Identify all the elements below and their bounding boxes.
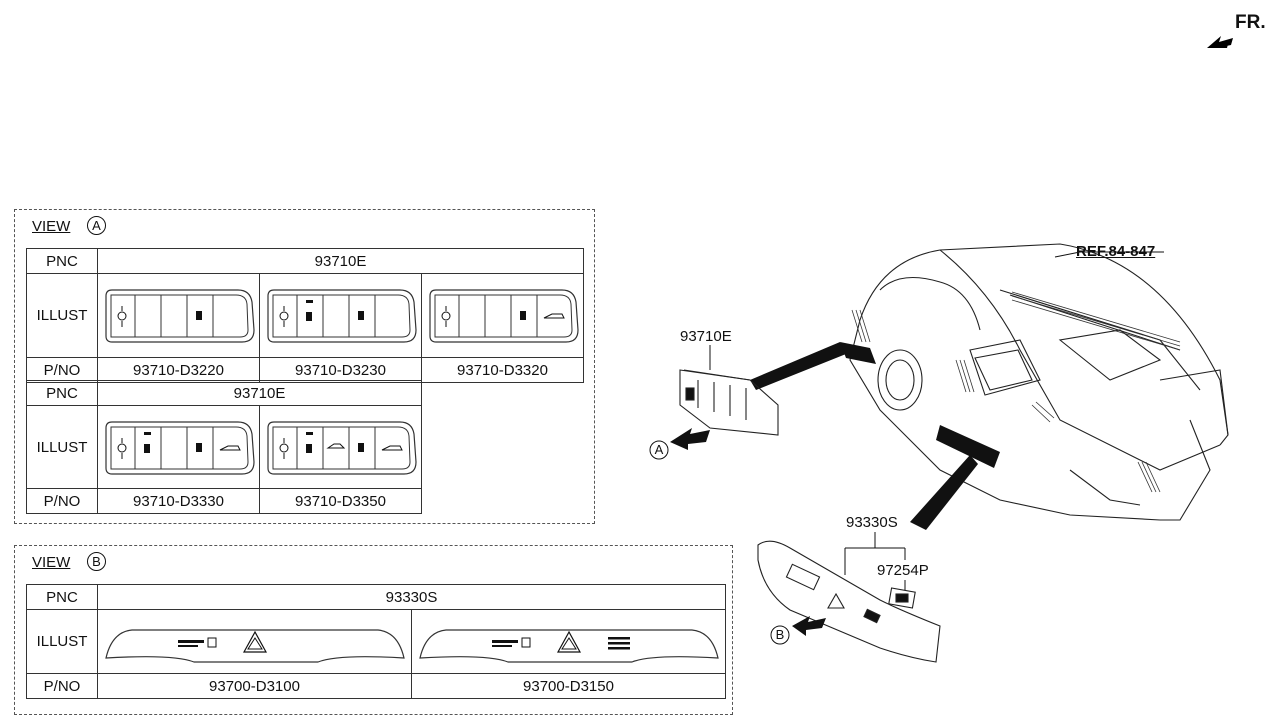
front-arrow-icon bbox=[1207, 36, 1233, 48]
switch-a-detached bbox=[679, 369, 779, 436]
switch-panel-illustration bbox=[429, 289, 579, 343]
view-b-title: VIEW bbox=[32, 554, 71, 571]
pnc-header: PNC bbox=[26, 380, 98, 406]
seat-heat-icon bbox=[117, 306, 127, 327]
switch-b-detached bbox=[757, 540, 941, 663]
part-number: 93700-D3150 bbox=[411, 673, 726, 699]
ref-leader-line bbox=[1054, 251, 1081, 258]
switch-panel-illustration bbox=[105, 289, 255, 343]
center-fascia-switch-illustration bbox=[105, 629, 405, 663]
view-b-panel bbox=[14, 545, 733, 715]
illust-switch-d3220 bbox=[97, 273, 260, 358]
part-number: 93710-D3230 bbox=[259, 357, 422, 383]
callout-switch-a: 93710E bbox=[680, 328, 732, 345]
air-vent-grille bbox=[851, 291, 1181, 493]
dashboard-assembly-drawing bbox=[649, 243, 1229, 663]
part-number: 93710-D3220 bbox=[97, 357, 260, 383]
view-b-table: PNC 93330S ILLUST P/NO 93 bbox=[26, 584, 726, 699]
pno-header: P/NO bbox=[26, 488, 98, 514]
pno-header: P/NO bbox=[26, 357, 98, 383]
switch-panel-illustration bbox=[105, 421, 255, 475]
leader-arrow-b bbox=[910, 455, 978, 530]
switch-panel-illustration bbox=[267, 289, 417, 343]
front-label: FR. bbox=[1235, 12, 1266, 33]
part-number: 93710-D3330 bbox=[97, 488, 260, 514]
illust-header: ILLUST bbox=[26, 273, 98, 358]
illust-crash-pad-d3100 bbox=[97, 609, 412, 674]
view-a-arrow-icon bbox=[670, 428, 710, 450]
illust-header: ILLUST bbox=[26, 405, 98, 489]
illust-switch-d3320 bbox=[421, 273, 584, 358]
pnc-header: PNC bbox=[26, 584, 98, 610]
steering-column bbox=[877, 349, 923, 411]
pno-header: P/NO bbox=[26, 673, 98, 699]
callout-switch-b: 93330S bbox=[846, 514, 898, 531]
illust-switch-d3230 bbox=[259, 273, 422, 358]
illust-header: ILLUST bbox=[26, 609, 98, 674]
part-number: 93710-D3320 bbox=[421, 357, 584, 383]
switch-a-installed bbox=[840, 342, 876, 364]
callout-sub-b: 97254P bbox=[877, 562, 929, 579]
view-a-title: VIEW bbox=[32, 218, 71, 235]
illust-crash-pad-d3150 bbox=[411, 609, 726, 674]
pnc-value: 93710E bbox=[97, 248, 584, 274]
front-direction-indicator: FR. bbox=[1205, 12, 1275, 52]
view-a-panel bbox=[14, 209, 595, 524]
view-a-marker: A bbox=[87, 216, 106, 235]
part-97254p-connector bbox=[888, 587, 916, 609]
view-a-arrow-marker bbox=[649, 440, 669, 460]
part-number: 93710-D3350 bbox=[259, 488, 422, 514]
pnc-value: 93710E bbox=[97, 380, 422, 406]
pnc-header: PNC bbox=[26, 248, 98, 274]
callout-ref: REF.84-847 bbox=[1076, 243, 1156, 260]
view-b-arrow-icon bbox=[792, 616, 826, 636]
part-number: 93700-D3100 bbox=[97, 673, 412, 699]
view-b-arrow-marker bbox=[770, 625, 790, 645]
leader-arrow-a bbox=[750, 342, 846, 390]
center-fascia-switch-illustration bbox=[419, 629, 719, 663]
view-a-table-1: PNC 93710E ILLUST bbox=[26, 248, 584, 383]
illust-switch-d3350 bbox=[259, 405, 422, 489]
callout-arrow-b: B bbox=[775, 627, 785, 642]
crash-pad-outline bbox=[849, 243, 1229, 521]
view-b-marker: B bbox=[87, 552, 106, 571]
pnc-value: 93330S bbox=[97, 584, 726, 610]
switch-b-installed bbox=[936, 425, 1000, 468]
callout-arrow-a: A bbox=[654, 442, 664, 457]
view-a-table-2: PNC 93710E ILLUST bbox=[26, 380, 422, 514]
illust-switch-d3330 bbox=[97, 405, 260, 489]
switch-panel-illustration bbox=[267, 421, 417, 475]
